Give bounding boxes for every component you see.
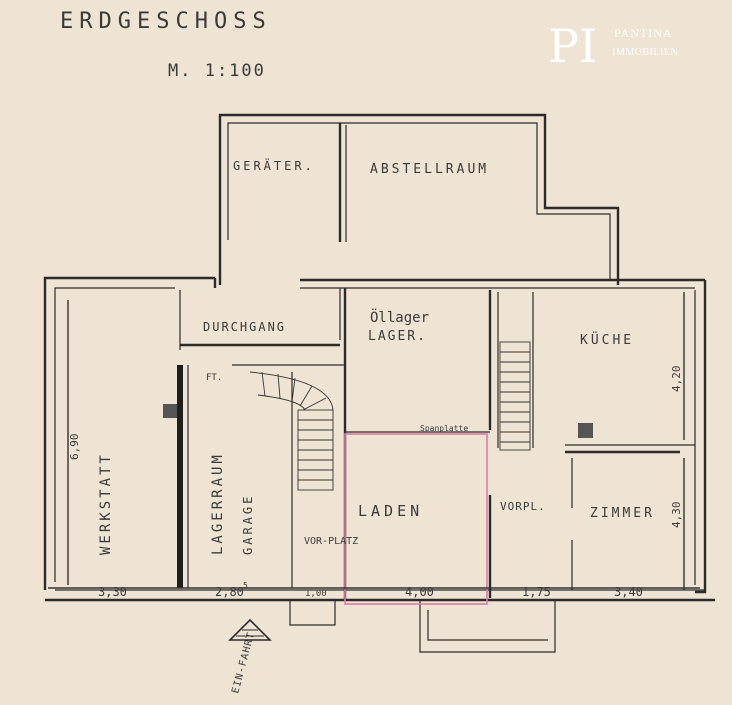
label-laden: LADEN (358, 502, 423, 520)
label-ft: FT. (206, 373, 222, 383)
stair-garage (249, 371, 334, 491)
dim-430: 4,30 (670, 502, 683, 529)
label-zimmer: ZIMMER (590, 506, 655, 521)
dim-400: 4,00 (405, 585, 434, 599)
plan-title: ERDGESCHOSS (60, 9, 272, 34)
label-abstellraum: ABSTELLRAUM (370, 162, 489, 177)
dim-330: 3,30 (98, 585, 127, 599)
logo-monogram: PI (548, 19, 597, 73)
laden-highlight (344, 433, 488, 605)
label-oellager: Öllager (370, 308, 429, 326)
dim-280-sup: 5 (243, 581, 248, 590)
dim-100: 1,00 (305, 589, 327, 599)
plan-scale: M. 1:100 (168, 61, 266, 81)
stair-kitchen (499, 341, 531, 451)
main-walls (43, 276, 715, 653)
dim-175: 1,75 (522, 585, 551, 599)
label-lagerraum: LAGERRAUM (210, 452, 226, 555)
dim-690: 6,90 (68, 434, 81, 461)
logo-line2: IMMOBILIEN (612, 47, 678, 58)
label-durchgang: DURCHGANG (203, 320, 286, 334)
label-lager: LAGER. (368, 329, 427, 344)
pantina-logo: PI PANTINA IMMOBILIEN (548, 19, 678, 73)
dim-420: 4,20 (670, 366, 683, 393)
chimney-kueche (578, 423, 593, 438)
label-kueche: KÜCHE (580, 331, 634, 348)
label-vorplatz: VOR-PLATZ (304, 536, 358, 547)
dimension-lines (48, 292, 700, 590)
entrance-arrow-icon (228, 618, 272, 641)
dim-280: 2,80 (215, 585, 244, 599)
logo-line1: PANTINA (614, 26, 673, 40)
upper-storage-walls (218, 113, 620, 285)
label-geraete: GERÄTER. (233, 158, 315, 173)
label-spanplatte: Spanplatte (420, 424, 468, 433)
label-vorpl: VORPL. (500, 500, 546, 513)
dim-340: 3,40 (614, 585, 643, 599)
label-werkstatt: WERKSTATT (98, 452, 114, 555)
chimney-werkstatt (163, 404, 177, 418)
label-garage: GARAGE (241, 494, 255, 555)
